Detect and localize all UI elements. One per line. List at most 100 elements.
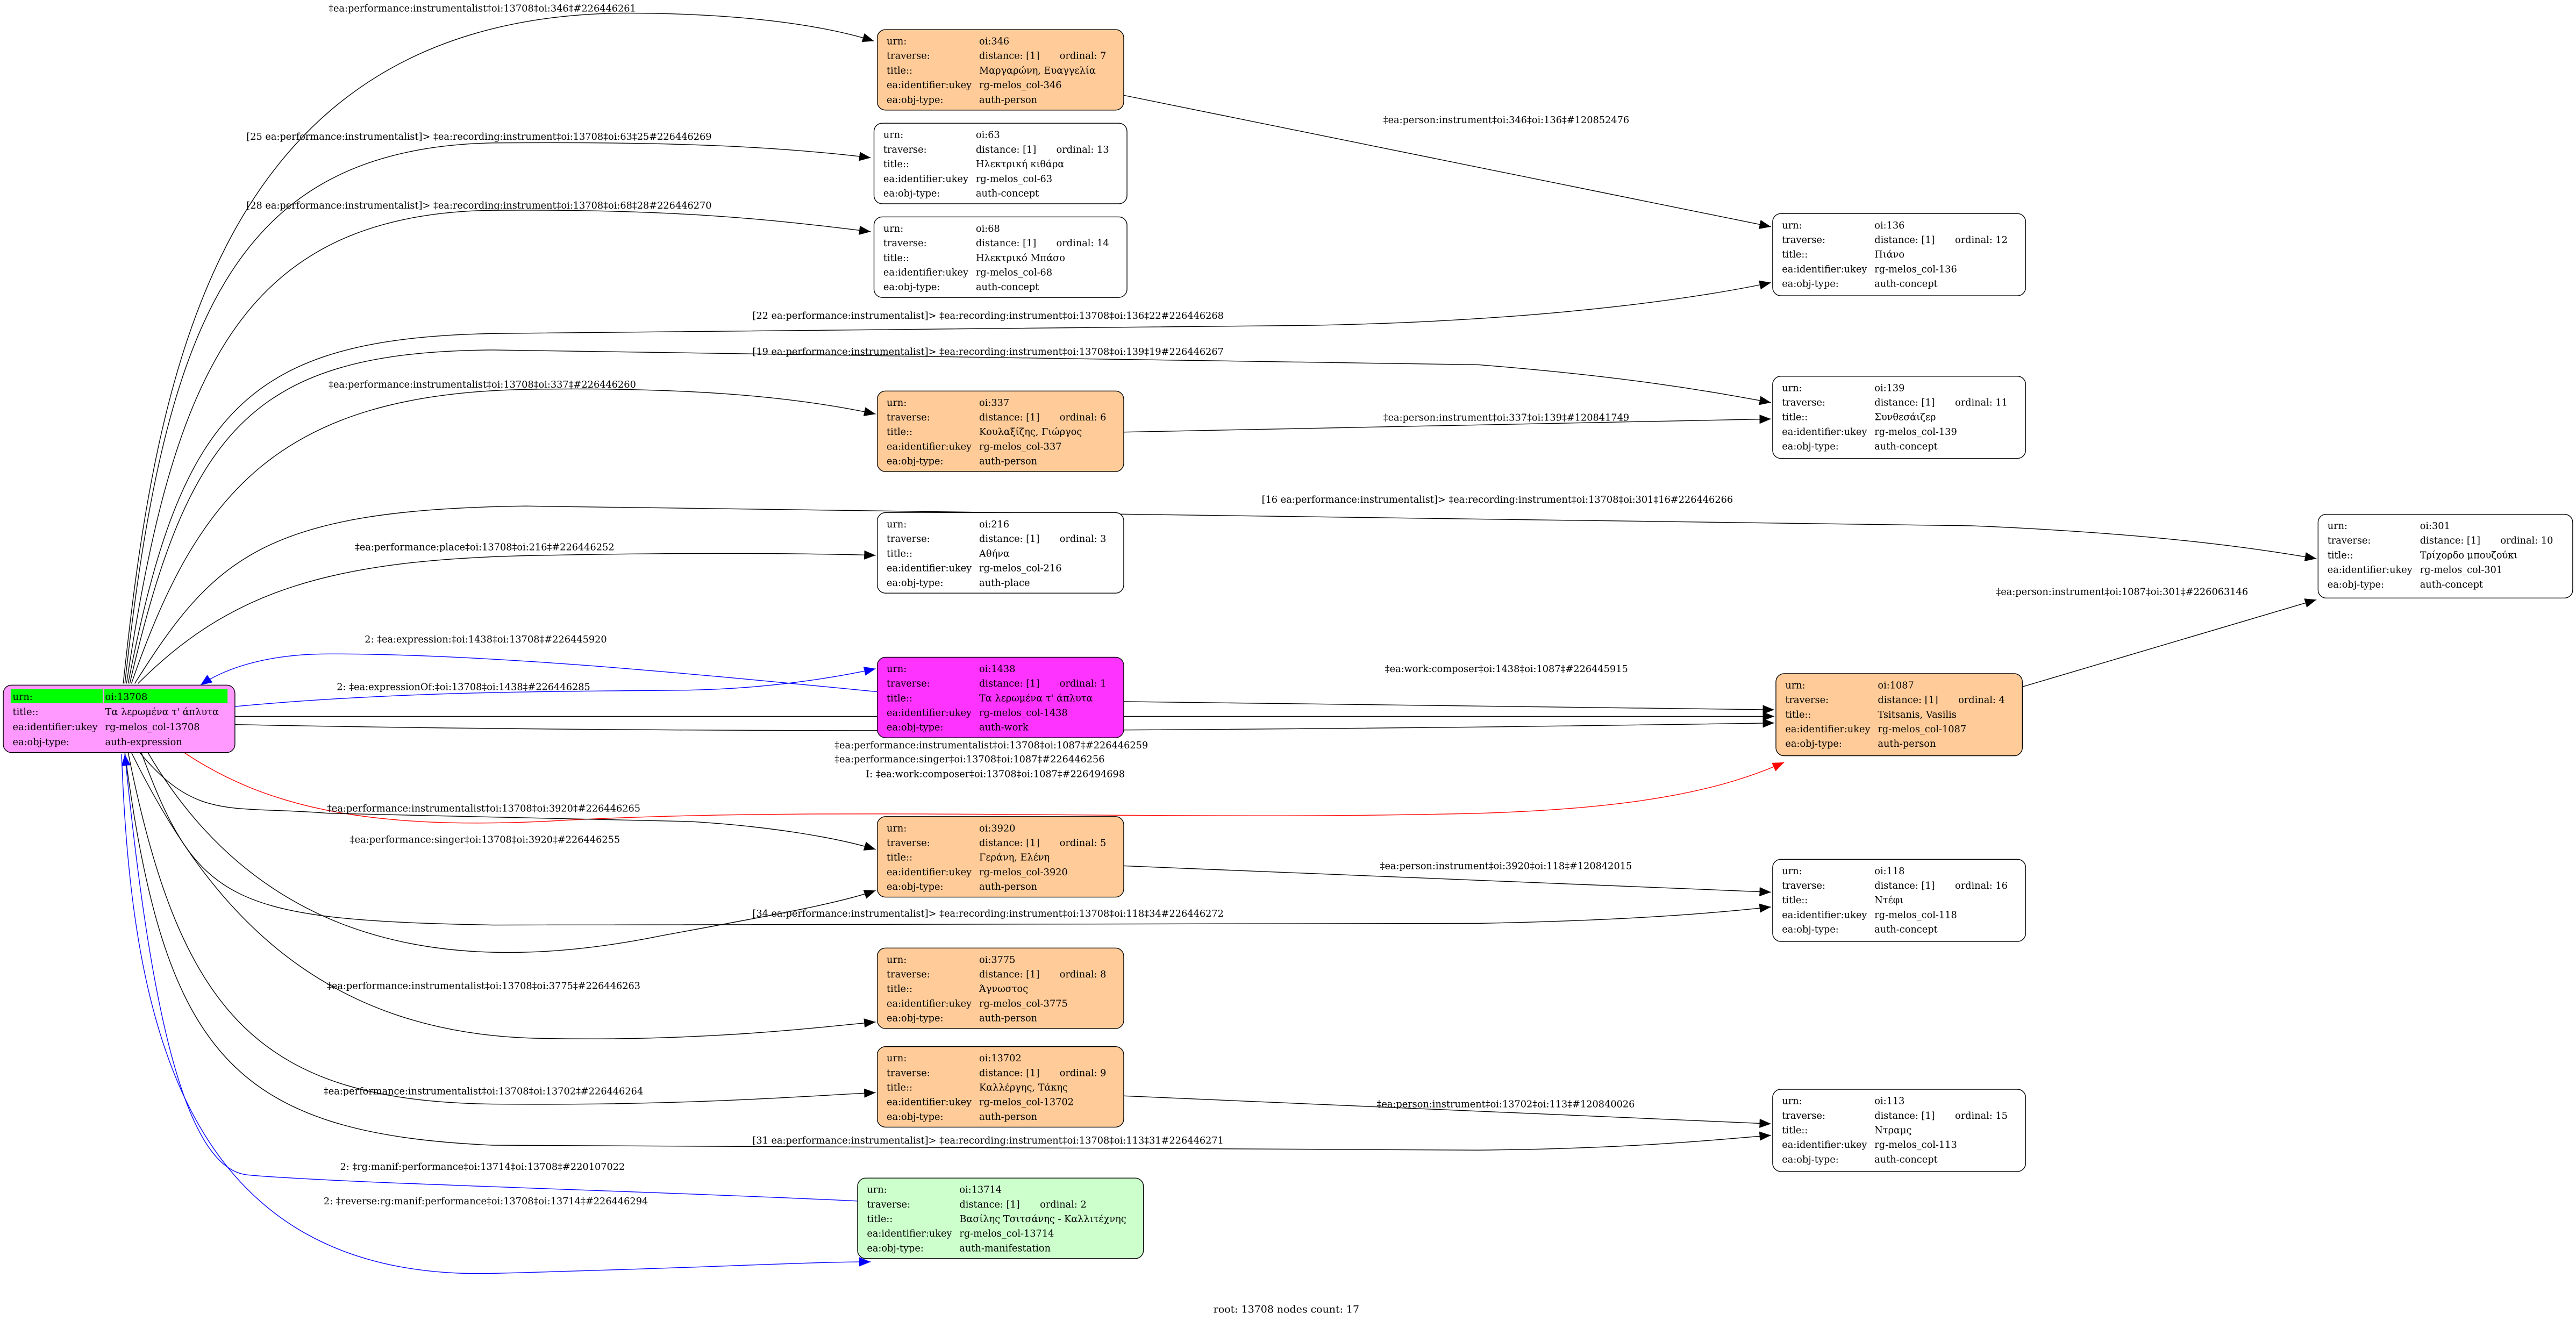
field-label-traverse: traverse: <box>887 969 930 980</box>
edge: ‡ea:performance:singer‡oi:13708‡oi:3920‡… <box>147 752 876 953</box>
field-label-ukey: ea:identifier:ukey <box>1782 427 1867 438</box>
edge-line[interactable] <box>139 752 876 851</box>
edge: 2: ‡ea:expression:‡oi:1438‡oi:13708‡#226… <box>200 634 877 692</box>
edge-line[interactable] <box>141 752 1771 926</box>
node-box[interactable] <box>873 216 1128 298</box>
node-box[interactable] <box>876 1046 1124 1128</box>
field-label-ukey: ea:identifier:ukey <box>883 174 968 184</box>
edge-line[interactable] <box>129 349 1771 684</box>
field-value-obj-type: auth-person <box>979 456 1037 467</box>
edge-line[interactable] <box>234 666 876 707</box>
node-box[interactable] <box>1772 213 2026 296</box>
field-label-ukey: ea:identifier:ukey <box>1782 264 1867 275</box>
node-box[interactable] <box>1772 859 2026 942</box>
traverse-distance: distance: [1] <box>976 145 1036 155</box>
edge-line[interactable] <box>1123 865 1771 897</box>
node-box[interactable] <box>876 512 1124 594</box>
field-value-title: Κουλαξίζης, Γιώργος <box>979 426 1082 438</box>
node-box[interactable] <box>2317 513 2573 599</box>
field-value-title: Βασίλης Τσιτσάνης - Καλλιτέχνης <box>959 1213 1126 1225</box>
field-value-ukey: rg-melos_col-13714 <box>959 1229 1054 1239</box>
field-label-obj-type: ea:obj-type: <box>887 95 943 105</box>
edge-line[interactable] <box>131 388 876 684</box>
edge-line[interactable] <box>1123 701 1774 715</box>
node-box[interactable] <box>873 123 1128 204</box>
edge-label: 2: ‡ea:expressionOf:‡oi:13708‡oi:1438‡#2… <box>337 682 590 693</box>
edge-line[interactable] <box>1123 95 1771 229</box>
node-box[interactable] <box>1775 673 2023 756</box>
edge-line[interactable] <box>2022 598 2317 688</box>
edge-line[interactable] <box>121 754 871 1274</box>
edge-line[interactable] <box>138 550 876 684</box>
edge-line[interactable] <box>127 752 876 1105</box>
edge-line[interactable] <box>127 280 1771 684</box>
field-value-title: Τρίχορδο μπουζούκι <box>2420 549 2518 561</box>
node-box[interactable] <box>1772 1089 2026 1172</box>
node-box[interactable] <box>857 1177 1144 1259</box>
field-label-obj-type: ea:obj-type: <box>887 578 943 589</box>
edge-line[interactable] <box>123 12 874 684</box>
node-box[interactable] <box>876 656 1124 738</box>
field-label-urn: urn: <box>13 692 33 703</box>
field-value-obj-type: auth-place <box>979 578 1030 589</box>
traverse-ordinal: ordinal: 12 <box>1955 235 2008 246</box>
edge-line[interactable] <box>147 752 876 953</box>
edge-line[interactable] <box>183 752 1785 824</box>
node-box[interactable] <box>1772 376 2026 459</box>
edge-line[interactable] <box>124 142 871 684</box>
edge-line[interactable] <box>131 752 876 1039</box>
field-label-ukey: ea:identifier:ukey <box>13 722 98 733</box>
edge: [31 ea:performance:instrumentalist]> ‡ea… <box>124 752 1771 1151</box>
traverse-ordinal: ordinal: 1 <box>1060 679 1107 689</box>
field-value-ukey: rg-melos_col-13708 <box>105 722 200 733</box>
field-label-ukey: ea:identifier:ukey <box>1782 1140 1867 1151</box>
node-box[interactable] <box>876 29 1124 111</box>
field-value-ukey: rg-melos_col-113 <box>1874 1140 1957 1151</box>
edge-line[interactable] <box>1123 415 1771 433</box>
field-value-obj-type: auth-person <box>979 882 1037 892</box>
edge-line[interactable] <box>124 752 1771 1151</box>
traverse-distance: distance: [1] <box>979 838 1039 849</box>
node-box[interactable] <box>876 390 1124 472</box>
field-label-urn: urn: <box>887 1053 907 1064</box>
edge-label: 2: ‡ea:expression:‡oi:1438‡oi:13708‡#226… <box>365 634 606 645</box>
field-value-ukey: rg-melos_col-301 <box>2420 565 2502 576</box>
edge-line[interactable] <box>126 210 871 684</box>
edge: 2: ‡rg:manif:performance‡oi:13714‡oi:137… <box>121 754 858 1202</box>
edge-line[interactable] <box>200 653 877 692</box>
field-label-ukey: ea:identifier:ukey <box>883 267 968 278</box>
field-label-traverse: traverse: <box>1782 235 1825 246</box>
traverse-distance: distance: [1] <box>1874 235 1935 246</box>
field-value-obj-type: auth-concept <box>1874 279 1937 290</box>
traverse-distance: distance: [1] <box>979 534 1039 545</box>
traverse-ordinal: ordinal: 11 <box>1955 398 2008 409</box>
field-value-urn: oi:113 <box>1874 1096 1904 1107</box>
edge: ‡ea:performance:instrumentalist‡oi:13708… <box>131 752 876 1039</box>
edge-line[interactable] <box>1123 1095 1771 1128</box>
edge-line[interactable] <box>134 505 2317 684</box>
node-box[interactable] <box>876 816 1124 898</box>
field-value-urn: oi:216 <box>979 519 1009 530</box>
traverse-ordinal: ordinal: 3 <box>1060 534 1107 545</box>
field-label-title: title:: <box>1782 412 1808 423</box>
node-box[interactable] <box>876 947 1124 1029</box>
field-label-obj-type: ea:obj-type: <box>887 882 943 892</box>
edge-line[interactable] <box>121 754 858 1202</box>
